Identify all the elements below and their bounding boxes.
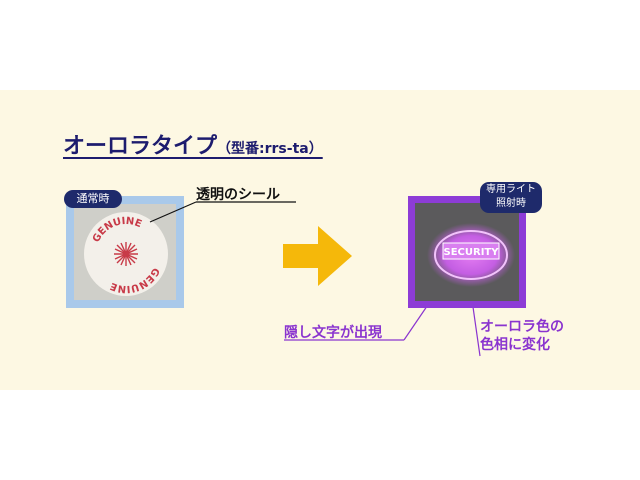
light-seal-image: SECURITY	[427, 223, 515, 287]
page-title: オーロラタイプ（型番:rrs-ta）	[63, 128, 323, 160]
security-text: SECURITY	[444, 247, 500, 258]
hidden-text-label: 隠し文字が出現	[284, 325, 382, 341]
starburst-icon	[114, 242, 138, 266]
aurora-label-line2: 色相に変化	[480, 337, 550, 353]
light-state-badge: 専用ライト 照射時	[480, 182, 542, 213]
aurora-pointer	[471, 299, 481, 357]
normal-seal-photo: GENUINE GENUINE	[74, 204, 176, 300]
normal-state-badge: 通常時	[64, 190, 122, 208]
light-seal-photo: SECURITY	[415, 203, 519, 301]
normal-state-frame: GENUINE GENUINE	[66, 196, 184, 308]
security-banner	[442, 242, 500, 260]
title-text: オーロラタイプ	[63, 134, 218, 159]
right-arrow-icon	[283, 226, 352, 286]
seal-label: 透明のシール	[196, 187, 280, 203]
aurora-label: オーロラ色の 色相に変化	[480, 318, 564, 354]
light-badge-line1: 専用ライト	[486, 184, 536, 195]
seal-pointer-line	[149, 201, 197, 223]
seal-ring	[434, 230, 508, 280]
light-badge-line2: 照射時	[496, 198, 526, 209]
light-state-frame: SECURITY	[408, 196, 526, 308]
model-number: （型番:rrs-ta）	[217, 141, 323, 157]
normal-seal-image: GENUINE GENUINE	[84, 212, 168, 296]
aurora-label-line1: オーロラ色の	[480, 319, 564, 335]
